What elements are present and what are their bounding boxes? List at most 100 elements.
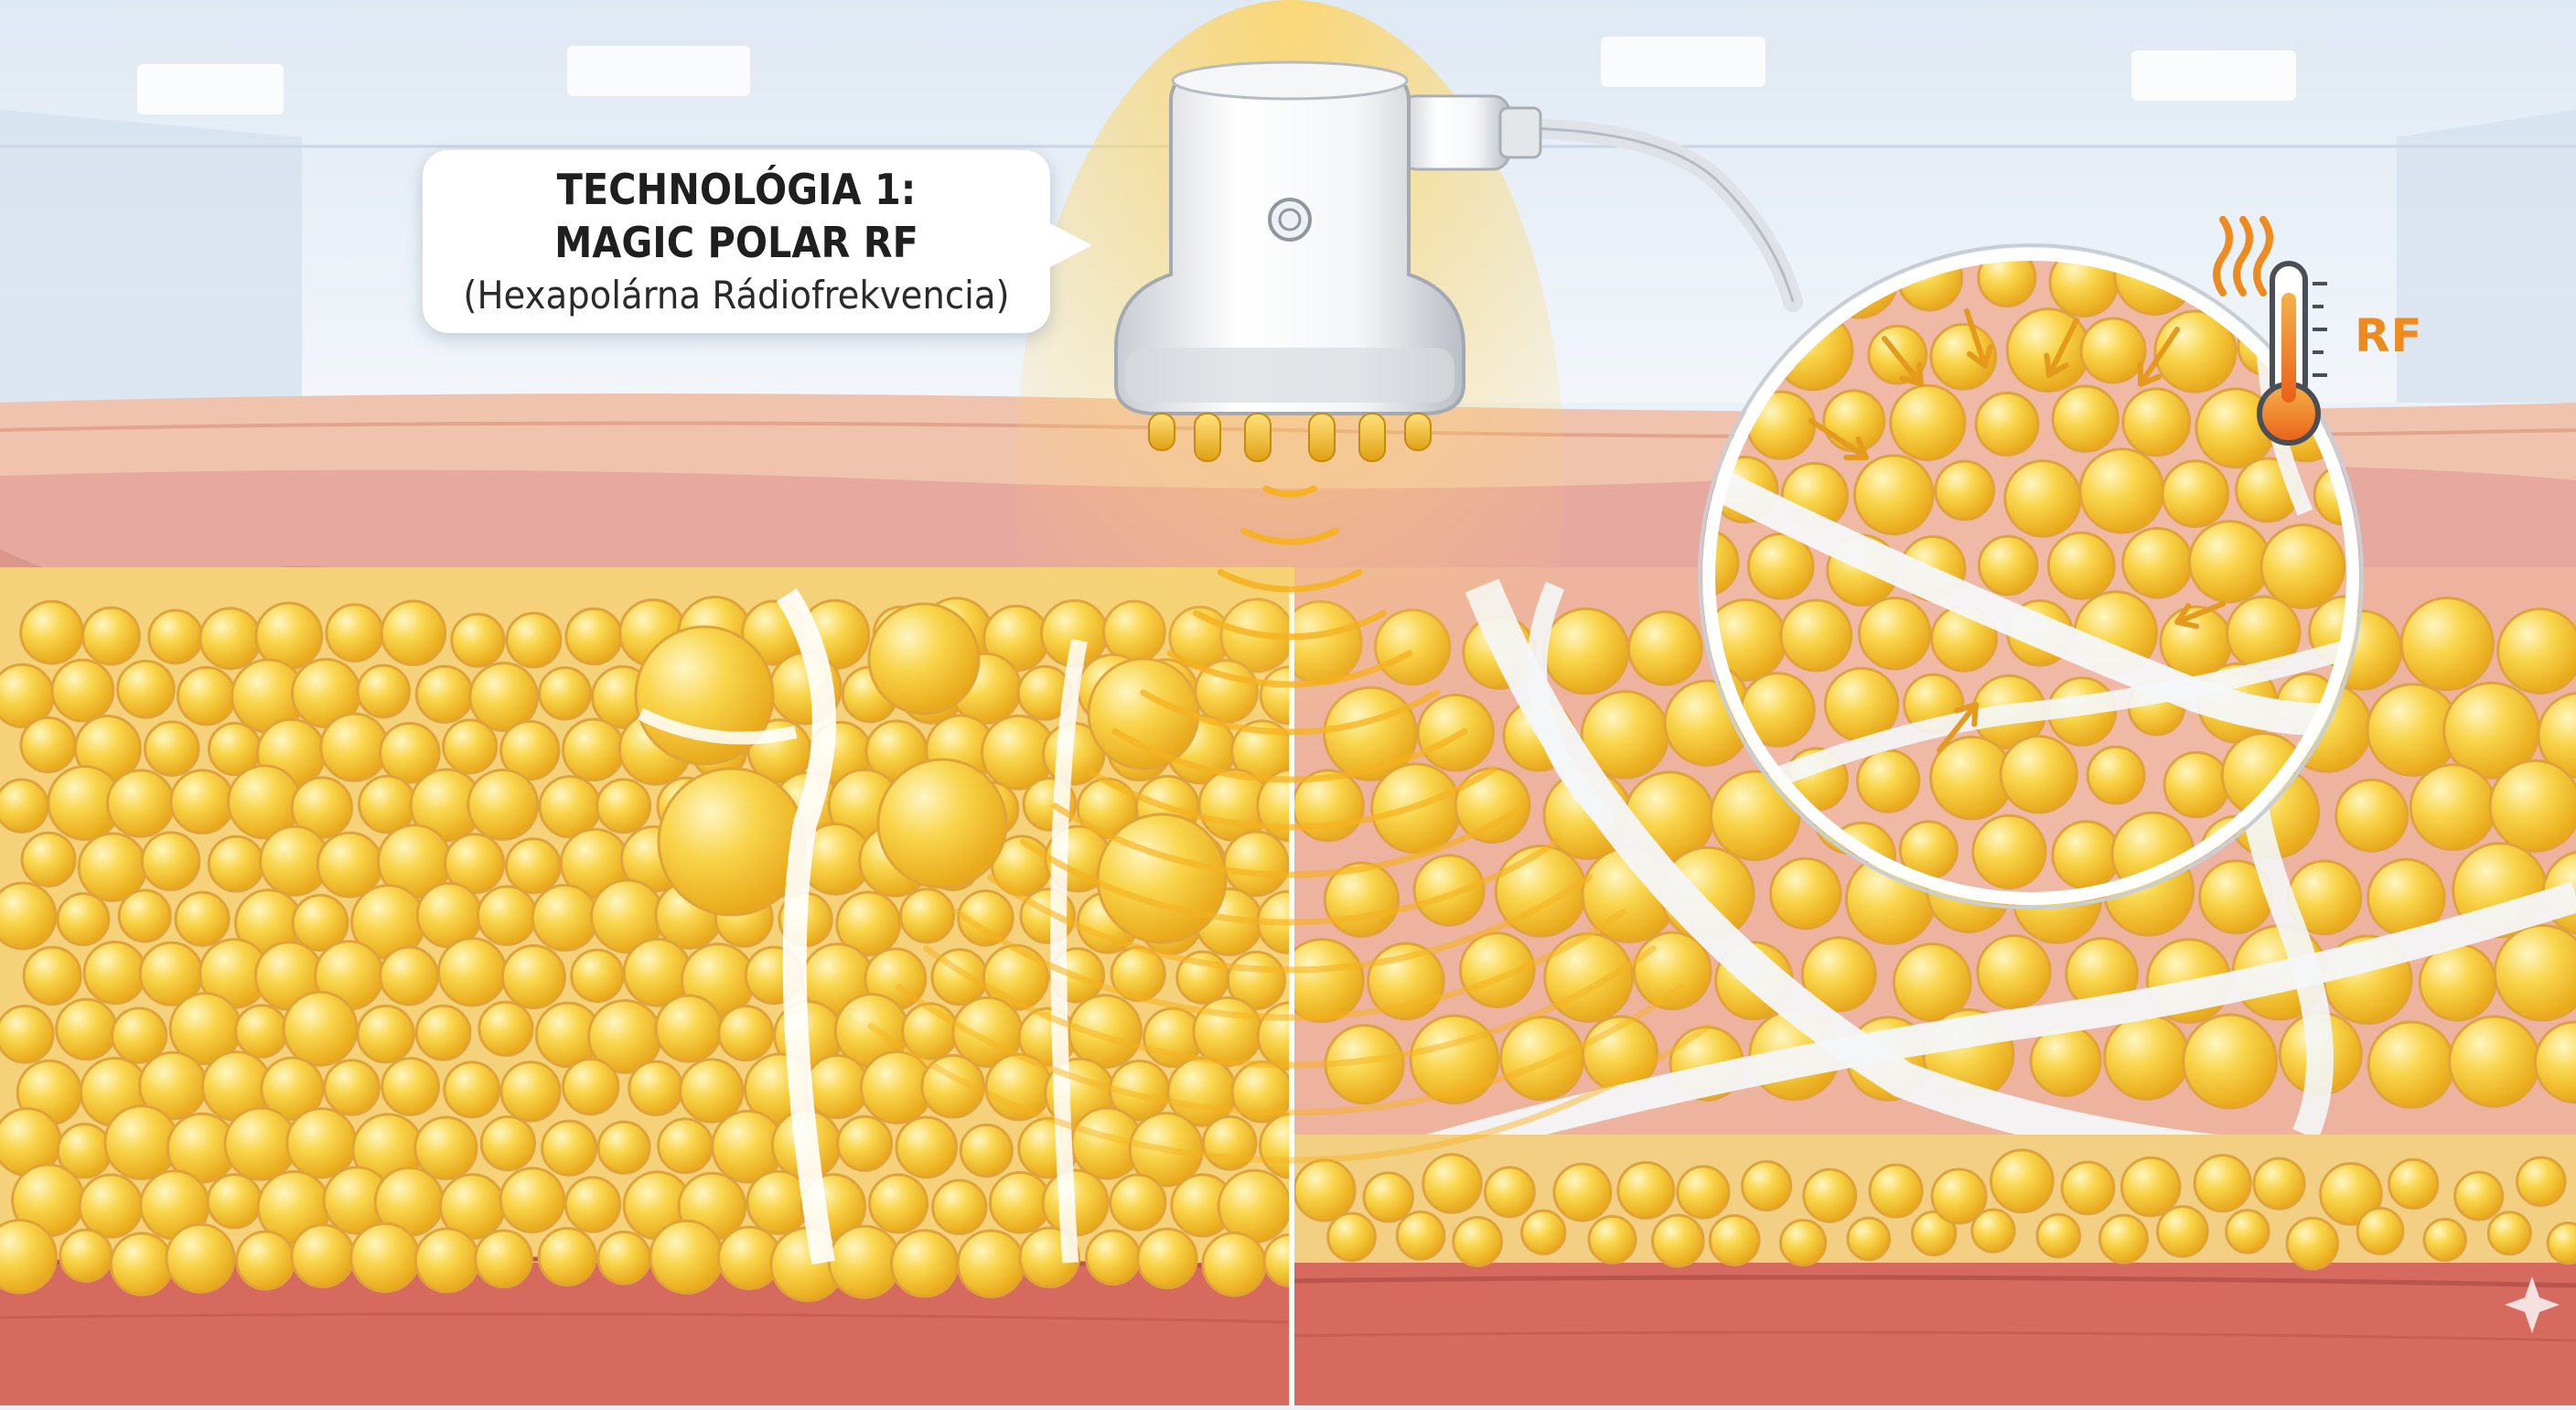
fat-cell: [895, 1115, 958, 1179]
large-fat-cell: [657, 767, 807, 917]
small-fat-cell: [1910, 1210, 1958, 1257]
fat-cell: [596, 1230, 651, 1286]
small-fat-cell: [2356, 1207, 2405, 1255]
small-fat-cell: [2156, 1205, 2209, 1258]
magnified-fat-cell: [2051, 820, 2121, 890]
fat-cell: [207, 834, 265, 893]
heat-arrow-icon: [2044, 318, 2079, 378]
rf-wave-arc: [1051, 802, 1529, 878]
fat-cell: [1068, 994, 1143, 1070]
magnified-fat-cell: [1857, 597, 1932, 671]
rf-wave-arc: [1262, 485, 1317, 498]
fat-cell: [957, 889, 1014, 947]
fat-cell: [143, 720, 200, 777]
magnified-fat-cell: [1974, 392, 2040, 457]
fat-cell: [505, 611, 563, 669]
electrode-tip: [1358, 413, 1386, 462]
fat-cell: [165, 1222, 236, 1294]
fat-cell: [628, 1060, 684, 1116]
rf-wave-arc: [1019, 838, 1561, 926]
fat-cell: [0, 1004, 55, 1064]
small-fat-cell: [2035, 1212, 2081, 1259]
fat-cell: [500, 944, 566, 1009]
fat-cell: [2334, 778, 2410, 853]
fat-cell: [442, 718, 499, 775]
fat-cell: [1258, 1112, 1290, 1179]
fat-cell: [169, 769, 235, 835]
thermometer-icon: [2213, 216, 2327, 446]
small-fat-cell: [1650, 1213, 1705, 1268]
small-fat-cell: [1294, 1158, 1357, 1222]
magnified-fat-cell: [1889, 383, 1967, 461]
fat-cell: [959, 1123, 1014, 1178]
fat-cell: [804, 1053, 870, 1119]
small-fat-cell: [2252, 1157, 2306, 1211]
magnified-fat-cell: [1852, 454, 1935, 536]
fat-cell: [2537, 691, 2576, 779]
fat-cell: [234, 1004, 289, 1059]
rf-waves: [867, 485, 1712, 1164]
heat-arrow-icon: [1882, 336, 1924, 387]
rf-wave-arc: [895, 984, 1685, 1116]
fat-cell: [323, 1059, 381, 1116]
magnified-fat-cell: [1822, 389, 1886, 453]
magnified-fat-cell: [2187, 520, 2271, 604]
magnifier-ring: [1702, 248, 2359, 905]
fat-cell: [117, 888, 172, 943]
fat-cell: [450, 612, 506, 668]
fat-cell: [414, 1004, 472, 1061]
fat-cell: [2448, 1015, 2541, 1108]
small-fat-cell: [1422, 1153, 1483, 1214]
magnified-fat-cell: [2079, 317, 2147, 384]
fat-cell: [349, 1222, 421, 1294]
fat-cell: [504, 837, 562, 895]
rf-handpiece: [1114, 60, 1542, 462]
ceiling-light: [2131, 50, 2296, 101]
fat-cell: [0, 1219, 58, 1295]
fat-cell: [116, 659, 176, 719]
fat-cell: [657, 1117, 714, 1175]
small-fat-cell: [2060, 1160, 2116, 1216]
fat-cell: [285, 1107, 358, 1179]
power-button-icon: [1268, 198, 1312, 242]
rf-wave-arc: [952, 908, 1627, 1021]
rf-wave-arc: [1140, 689, 1440, 736]
small-fat-cell: [2516, 1156, 2567, 1207]
magnified-fat-cell: [2046, 531, 2116, 600]
fat-cell: [1201, 1114, 1258, 1171]
rf-wave-arc: [1217, 568, 1363, 593]
fat-cell: [474, 1229, 533, 1289]
rf-glow: [1015, 0, 1564, 952]
fat-cell: [499, 1167, 566, 1233]
fat-cell: [596, 1120, 651, 1175]
small-fat-cell: [1846, 1216, 1891, 1262]
fat-cell: [538, 775, 602, 839]
magnified-fat-cell: [2121, 526, 2194, 599]
fat-cell: [413, 1227, 480, 1294]
fat-cell: [2182, 1013, 2279, 1110]
small-fat-cell: [2225, 1209, 2270, 1254]
fat-cell: [291, 893, 349, 952]
wall-panel: [2397, 110, 2576, 403]
fat-cell: [2496, 607, 2576, 694]
fat-cell: [199, 607, 263, 671]
small-fat-cell: [1483, 1166, 1536, 1219]
magnified-fat-cell: [1934, 459, 1996, 522]
fat-cell: [479, 1114, 536, 1172]
fat-cell: [2488, 759, 2576, 853]
heat-arrow-icon: [2174, 601, 2226, 630]
small-fat-cell: [1587, 1214, 1637, 1265]
fat-cell: [413, 1115, 478, 1180]
fat-cell: [538, 666, 593, 721]
fat-cell: [570, 948, 625, 1003]
fat-cell: [378, 721, 441, 784]
fat-cell: [358, 774, 417, 834]
fat-cell: [564, 1176, 622, 1233]
fat-cell: [541, 1119, 598, 1177]
fat-cell: [356, 1004, 415, 1064]
fat-cell: [56, 892, 111, 947]
fat-cell: [235, 1230, 296, 1291]
fat-cell: [2103, 1013, 2191, 1101]
